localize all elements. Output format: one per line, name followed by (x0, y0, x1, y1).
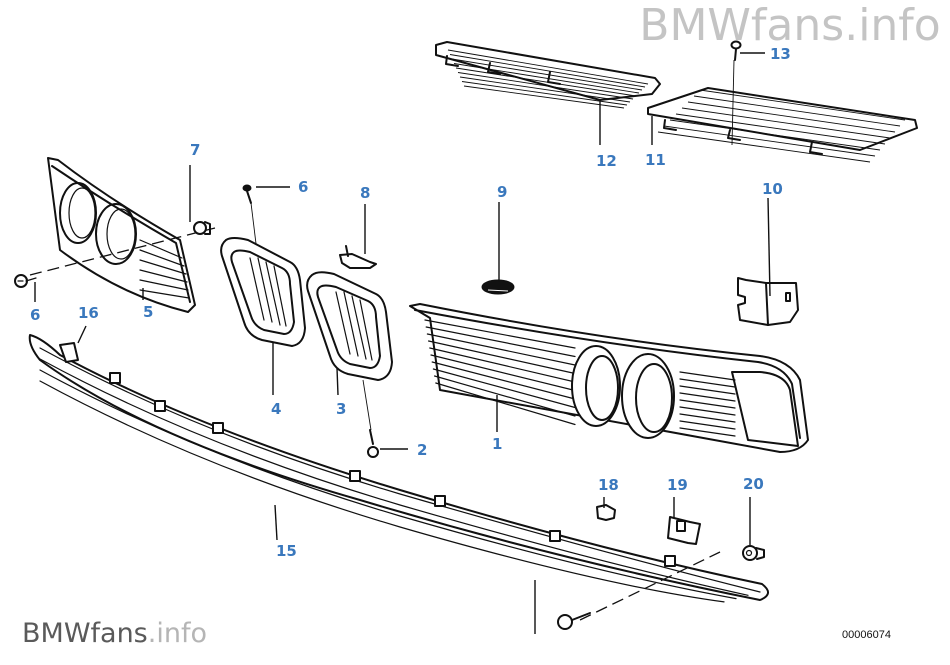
grille-slat (679, 378, 736, 388)
callout-5[interactable]: 5 (143, 303, 153, 321)
grille-slat (679, 371, 736, 381)
grille-slat (435, 382, 576, 426)
grille-slat (451, 58, 643, 91)
grille-slat (429, 347, 576, 383)
part-5-left-fog-grille[interactable] (47, 157, 196, 313)
logo-brand: BMWfans (22, 618, 148, 649)
grille-slat (675, 113, 886, 145)
callout-15[interactable]: 15 (276, 542, 297, 560)
part-9-emblem[interactable] (481, 279, 515, 295)
part-20-nut[interactable] (742, 545, 765, 561)
grille-slat (657, 131, 871, 163)
callout-12[interactable]: 12 (596, 152, 617, 170)
grille-bar-rib (39, 380, 725, 603)
part-18-clip[interactable] (596, 504, 616, 521)
callout-11[interactable]: 11 (645, 151, 666, 169)
watermark: BMWfans.info (639, 0, 940, 51)
grille-slat (681, 107, 891, 139)
grille-slat (669, 119, 881, 151)
part-12-upper-grille-panel[interactable] (435, 41, 661, 109)
leader-lines (34, 52, 771, 634)
grille-slat (426, 333, 576, 366)
part-6-screw-left[interactable] (14, 274, 37, 288)
part-2-screw[interactable] (362, 379, 379, 458)
callout-1[interactable]: 1 (492, 435, 502, 453)
callout-19[interactable]: 19 (667, 476, 688, 494)
callout-2[interactable]: 2 (417, 441, 427, 459)
grille-slat (699, 89, 906, 121)
callout-20[interactable]: 20 (743, 475, 764, 493)
part-13-screw[interactable] (730, 40, 742, 146)
grille-slat (424, 319, 576, 349)
grille-slat (679, 420, 736, 430)
drawing-number: 00006074 (842, 629, 891, 641)
callout-3[interactable]: 3 (336, 400, 346, 418)
grille-slat (432, 368, 576, 409)
part-19-clip[interactable] (667, 516, 701, 545)
part-11-upper-grille-panel[interactable] (647, 87, 918, 163)
watermark-suffix: .info (844, 0, 941, 51)
grille-slat (447, 49, 649, 85)
grille-slat (459, 76, 631, 103)
callout-9[interactable]: 9 (497, 183, 507, 201)
callout-18[interactable]: 18 (598, 476, 619, 494)
grille-slat (463, 85, 625, 109)
site-logo: BMWfans.info (22, 618, 207, 649)
callout-6-upper[interactable]: 6 (298, 178, 308, 196)
callout-8[interactable]: 8 (360, 184, 370, 202)
grille-slat (457, 72, 634, 100)
callout-7[interactable]: 7 (190, 141, 200, 159)
grille-slat (455, 67, 637, 97)
part-16-end-cap[interactable] (59, 342, 79, 363)
callout-labels: 1 2 3 4 5 6 6 7 8 9 10 11 12 13 15 16 18… (30, 45, 791, 560)
mounting-tab (109, 372, 121, 384)
callout-13[interactable]: 13 (770, 45, 791, 63)
grille-slat (679, 399, 736, 409)
grille-slat (434, 375, 576, 417)
grille-slat (679, 385, 736, 395)
grille-slat (449, 54, 646, 88)
part-10-bracket[interactable] (737, 277, 799, 326)
grille-bar-rib (39, 347, 761, 593)
mounting-tab (349, 470, 361, 482)
mounting-tab (154, 400, 166, 412)
grille-slat (679, 392, 736, 402)
grille-slat (687, 101, 896, 133)
part-1-main-grille[interactable] (409, 303, 809, 453)
part-15-lower-grille-bar[interactable] (28, 334, 769, 603)
grille-slat (428, 340, 576, 375)
grille-bar-rib (39, 369, 737, 600)
grille-bar-rib (39, 358, 749, 596)
part-3-kidney-grille[interactable] (306, 271, 393, 381)
callout-4[interactable]: 4 (271, 400, 281, 418)
callout-10[interactable]: 10 (762, 180, 783, 198)
grille-slat (430, 354, 576, 392)
callout-16[interactable]: 16 (78, 304, 99, 322)
mounting-tab (434, 495, 446, 507)
grille-slat (663, 125, 876, 157)
grille-slat (679, 427, 736, 437)
grille-slat (679, 413, 736, 423)
grille-slat (679, 406, 736, 416)
grille-slat (425, 326, 576, 358)
mounting-line-left-grille (29, 227, 216, 276)
grille-slat (431, 361, 576, 400)
grille-slat (693, 95, 901, 127)
callout-6-left[interactable]: 6 (30, 306, 40, 324)
mounting-tab (664, 555, 676, 567)
logo-suffix: .info (148, 618, 207, 649)
mounting-tab (212, 422, 224, 434)
watermark-brand: BMWfans (639, 0, 844, 51)
part-8-clip[interactable] (339, 245, 377, 269)
mounting-tab (549, 530, 561, 542)
part-7-clip[interactable] (193, 221, 211, 235)
part-screw-bottom[interactable] (557, 551, 721, 630)
part-4-kidney-grille[interactable] (220, 237, 306, 347)
grille-slat (453, 63, 640, 94)
